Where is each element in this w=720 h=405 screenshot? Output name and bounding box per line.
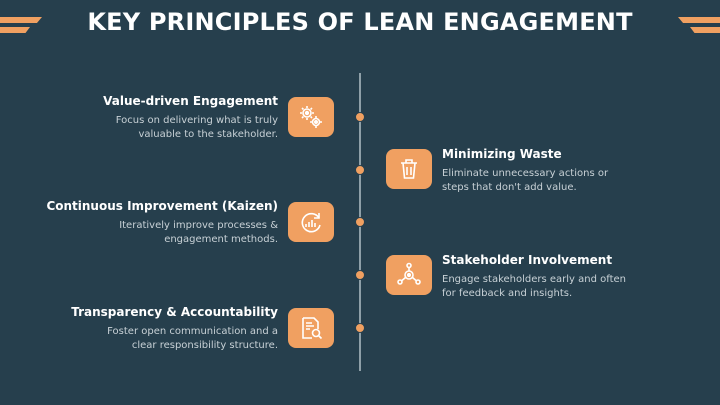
timeline-dot	[355, 323, 365, 333]
team-gear-icon	[386, 255, 432, 295]
timeline-dot	[355, 270, 365, 280]
page-title: KEY PRINCIPLES OF LEAN ENGAGEMENT	[87, 8, 633, 36]
trash-bin-icon	[386, 149, 432, 189]
document-magnifier-icon	[288, 308, 334, 348]
principle-heading-continuous-improvement: Continuous Improvement (Kaizen)	[46, 199, 278, 213]
principle-desc-continuous-improvement: Iteratively improve processes &engagemen…	[119, 220, 278, 245]
timeline-dot	[355, 217, 365, 227]
principle-heading-stakeholder-involvement: Stakeholder Involvement	[442, 253, 613, 267]
timeline-dot	[355, 112, 365, 122]
principle-heading-value-driven: Value-driven Engagement	[103, 94, 278, 108]
timeline-dot	[355, 165, 365, 175]
principle-heading-minimizing-waste: Minimizing Waste	[442, 147, 562, 161]
principle-heading-transparency: Transparency & Accountability	[71, 305, 278, 319]
gears-icon	[288, 97, 334, 137]
growth-cycle-icon	[288, 202, 334, 242]
